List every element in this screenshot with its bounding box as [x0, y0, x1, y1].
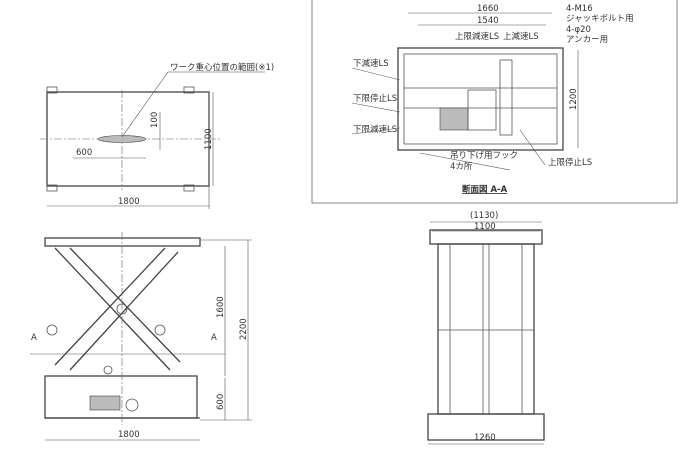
section-frame [311, 0, 678, 204]
label-upper-dec-ls: 上減速LS [503, 31, 539, 42]
dim-range-x: 600 [76, 148, 92, 158]
front-dim-overall: (1130) [470, 211, 498, 221]
label-lower-stop-ls: 下限停止LS [353, 93, 397, 104]
top-view: 1800 1100 600 100 ワーク重心位置の範囲(※1) [40, 62, 274, 209]
dim-range-y: 100 [150, 112, 160, 128]
sec-dim-depth: 1200 [569, 88, 579, 110]
side-dim-lowered: 600 [216, 394, 226, 410]
dim-width: 1800 [118, 197, 140, 207]
label-lower-dec-ls: 下減速LS [353, 58, 389, 69]
label-hook-count: 4カ所 [450, 161, 473, 172]
front-dim-table: 1100 [474, 222, 496, 232]
label-upper-slow-ls: 上限減速LS [455, 31, 499, 42]
label-4-m16: 4-M16 [566, 4, 593, 14]
sec-dim-outer: 1660 [477, 4, 499, 14]
section-a-a: 1660 1540 1200 4-M16 ジャッキボルト用 4-φ20 アンカー… [311, 0, 678, 204]
section-mark-left: A [31, 333, 37, 343]
front-view: (1130) 1100 1260 [427, 211, 545, 445]
cog-leader-label: ワーク重心位置の範囲(※1) [170, 62, 274, 73]
side-dim-height: 2200 [239, 318, 249, 340]
label-anchor: アンカー用 [566, 35, 608, 45]
label-hook: 吊り下げ用フック [450, 151, 518, 161]
label-jack-bolt: ジャッキボルト用 [566, 14, 634, 24]
side-dim-width: 1800 [118, 430, 140, 440]
side-dim-stroke: 1600 [216, 296, 226, 318]
dim-depth: 1100 [204, 128, 214, 150]
section-mark-right: A [211, 333, 217, 343]
side-view: 1800 1600 2200 600 A A [30, 232, 252, 441]
label-lower-slow-ls: 下限減速LS [353, 124, 397, 135]
sec-dim-inner: 1540 [477, 16, 499, 26]
label-upper-stop-ls: 上限停止LS [548, 157, 592, 168]
label-4-phi20: 4-φ20 [566, 25, 591, 35]
section-title: 断面図 A-A [462, 184, 508, 195]
center-of-gravity-range [97, 135, 147, 143]
front-dim-base: 1260 [474, 433, 496, 443]
